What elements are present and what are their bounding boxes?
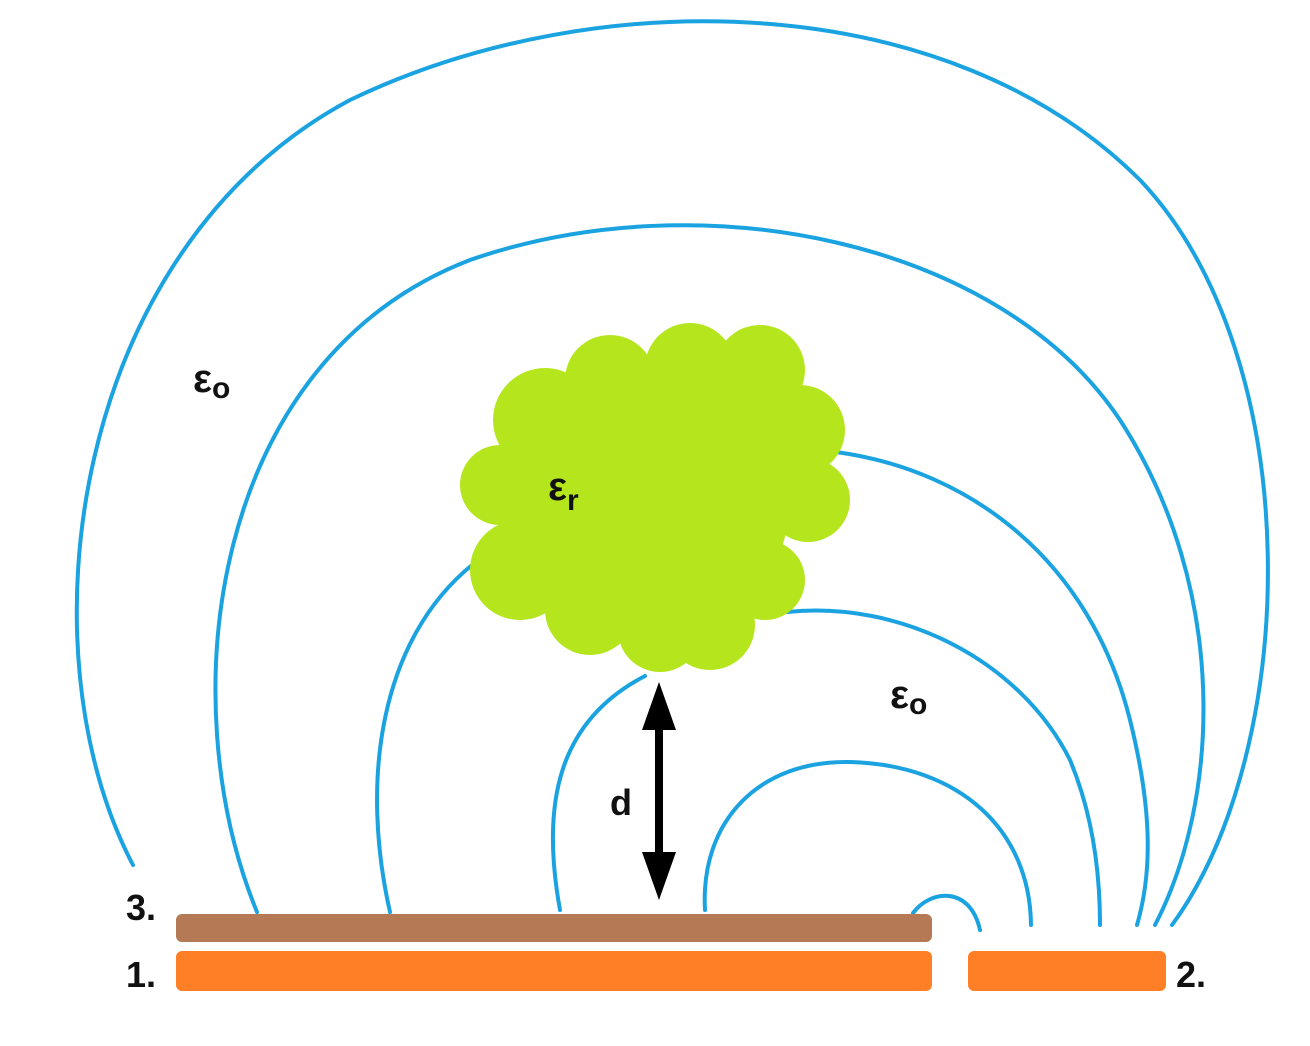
field-line-fifth [702, 759, 1033, 927]
electrode-3 [176, 914, 932, 942]
field-line-third [375, 450, 1150, 927]
field-line-fourth [550, 608, 1102, 927]
distance-label: d [610, 782, 632, 823]
permittivity-inner-label: εo [890, 673, 927, 721]
distance-arrow [642, 682, 676, 900]
permittivity-object-label: εr [548, 465, 579, 517]
eps-subscript: o [909, 688, 927, 721]
field-lines [74, 19, 1270, 932]
electrode-1-label: 1. [126, 954, 156, 995]
electrode-1 [176, 951, 932, 991]
eps-subscript: o [212, 372, 230, 405]
field-line-outer [74, 19, 1270, 927]
field-line-small-loop [911, 893, 982, 932]
electrode-3-label: 3. [126, 887, 156, 928]
electrode-2 [968, 951, 1166, 991]
dielectric-object [460, 323, 850, 672]
field-line-second [213, 223, 1206, 927]
eps-subscript: r [567, 484, 579, 517]
eps-symbol: ε [890, 673, 909, 717]
electrode-2-label: 2. [1176, 954, 1206, 995]
eps-symbol: ε [548, 465, 567, 509]
permittivity-outer-label: εo [193, 357, 230, 405]
eps-symbol: ε [193, 357, 212, 401]
